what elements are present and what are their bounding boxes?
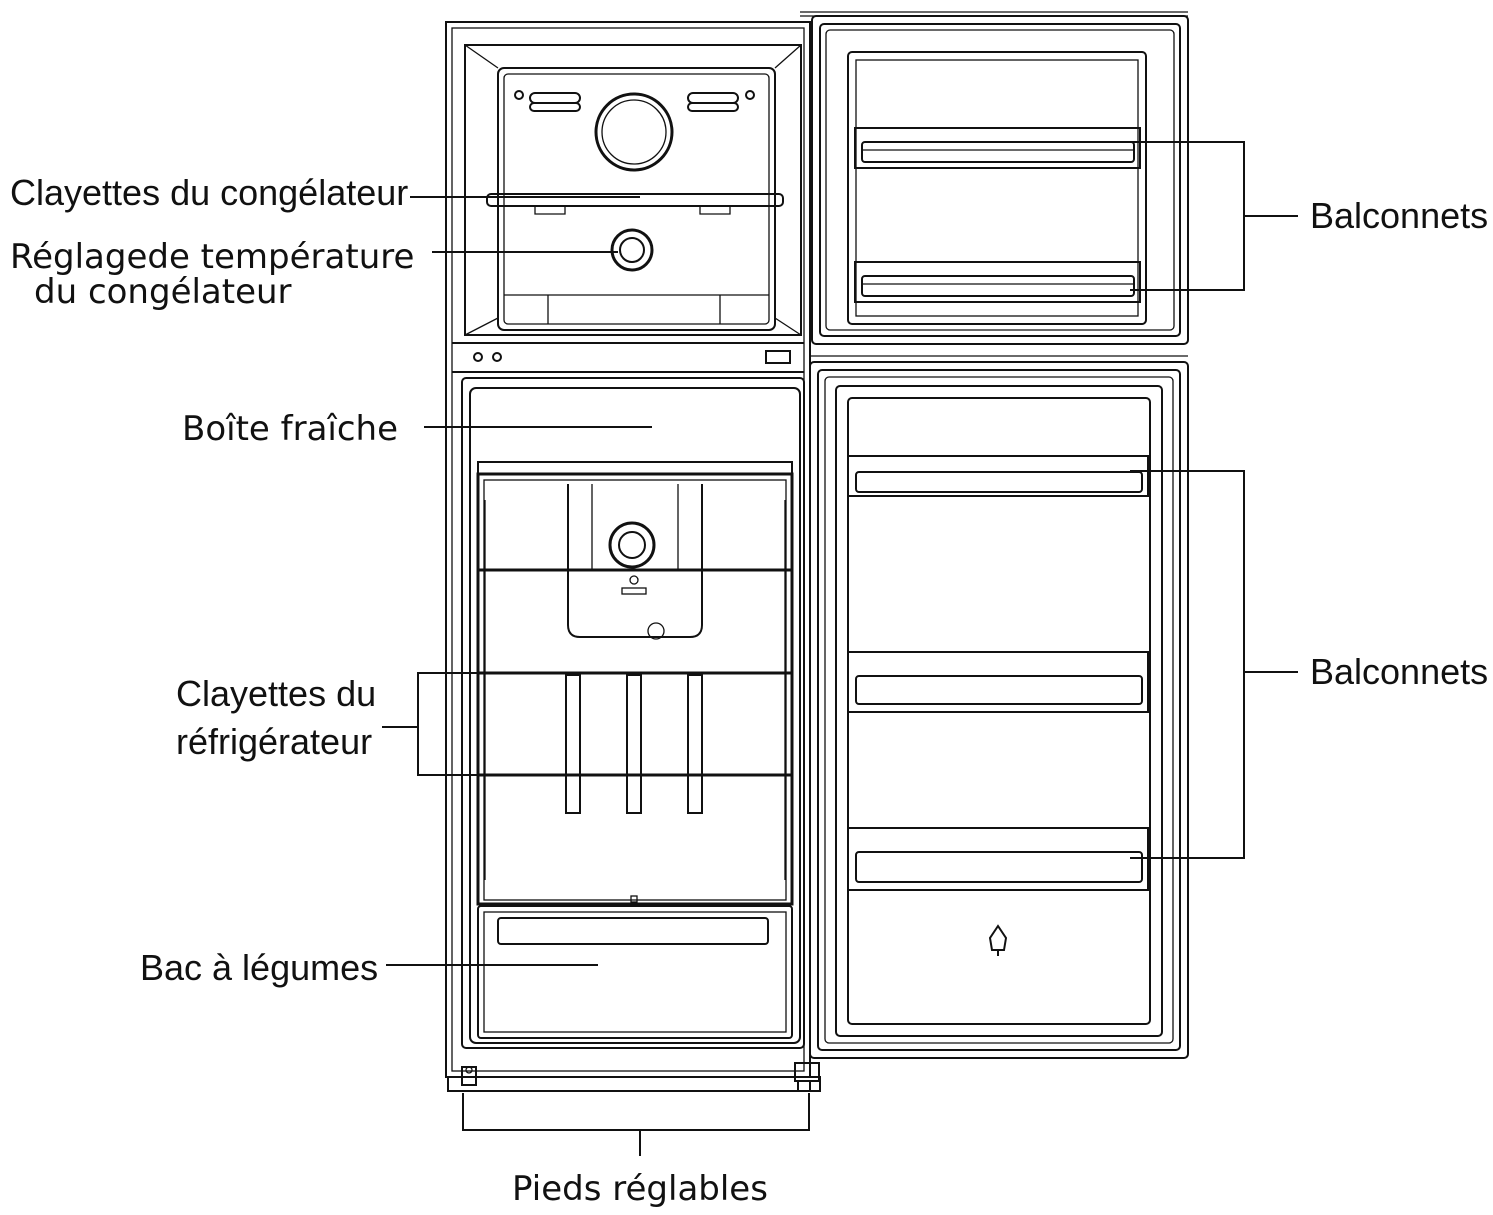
label-balconies-bottom: Balconnets bbox=[1310, 651, 1488, 692]
fridge-door bbox=[809, 355, 1189, 1059]
leader-lines bbox=[382, 141, 1298, 1156]
label-fresh-box: Boîte fraîche bbox=[182, 409, 398, 449]
label-freezer-shelves: Clayettes du congélateur bbox=[10, 172, 408, 213]
fridge-compartment bbox=[461, 377, 805, 1049]
compartment-divider bbox=[452, 342, 804, 373]
feet bbox=[461, 1062, 820, 1092]
label-freezer-temperature-line1: Réglagede température bbox=[10, 237, 414, 277]
label-balconies-top: Balconnets bbox=[1310, 195, 1488, 236]
label-adjustable-feet: Pieds réglables bbox=[512, 1169, 768, 1209]
freezer-door bbox=[800, 11, 1189, 345]
freezer-compartment bbox=[464, 44, 802, 336]
label-freezer-temperature-line2: du congélateur bbox=[34, 272, 292, 312]
cabinet-body bbox=[445, 21, 821, 1092]
label-fridge-shelves-line1: Clayettes du bbox=[176, 673, 376, 714]
label-fridge-shelves-line2: réfrigérateur bbox=[176, 721, 372, 762]
label-crisper: Bac à légumes bbox=[140, 947, 378, 988]
